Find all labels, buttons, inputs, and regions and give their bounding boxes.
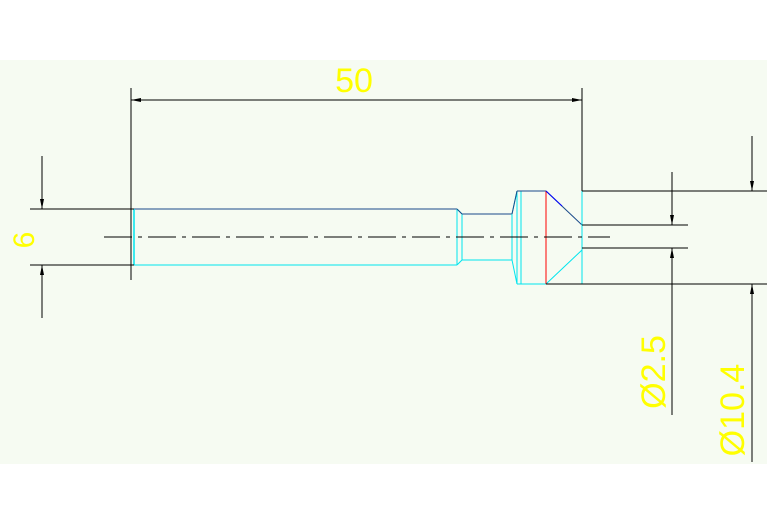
blue-diagonal-line	[545, 190, 563, 207]
head-diameter-dimension	[546, 136, 767, 462]
drawing-sheet	[0, 60, 767, 464]
length-dimension-text: 50	[335, 62, 373, 100]
hole-diameter-dimension	[582, 172, 688, 415]
shank-diameter-text: 6	[8, 232, 41, 249]
step-dark	[456, 208, 463, 215]
head-diameter-text: Ø10.4	[714, 364, 752, 457]
shank-diameter-dimension	[30, 156, 134, 318]
flare-dark	[511, 190, 518, 215]
countersink-bottom	[545, 249, 583, 285]
length-dimension	[130, 88, 583, 280]
hole-diameter-text: Ø2.5	[635, 335, 673, 409]
